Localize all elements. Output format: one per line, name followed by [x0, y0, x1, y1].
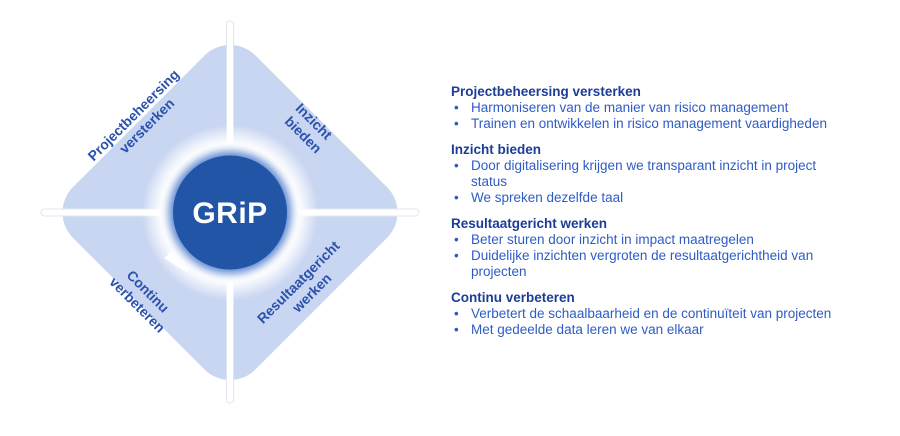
- section-title: Projectbeheersing versterken: [451, 84, 641, 99]
- bullet-item: • Verbetert de schaalbaarheid en de cont…: [451, 306, 855, 322]
- section-title: Inzicht bieden: [451, 142, 542, 157]
- info-panel: Projectbeheersing versterken • Harmonise…: [451, 84, 855, 348]
- bullet-text: Door digitalisering krijgen we transpara…: [471, 158, 817, 189]
- bullet-text: Met gedeelde data leren we van elkaar: [471, 322, 704, 337]
- bullet-marker: •: [454, 322, 459, 337]
- grip-cycle-diagram: Projectbeheersing versterken Inzicht bie…: [0, 0, 450, 431]
- bullet-item: • Trainen en ontwikkelen in risico manag…: [451, 116, 855, 132]
- bullet-text: Beter sturen door inzicht in impact maat…: [471, 232, 754, 247]
- bullet-marker: •: [454, 232, 459, 247]
- bullet-text: Verbetert de schaalbaarheid en de contin…: [471, 306, 832, 321]
- bullet-item: • We spreken dezelfde taal: [451, 190, 855, 206]
- center-circle: [173, 155, 287, 270]
- grip-cycle-svg: Projectbeheersing versterken Inzicht bie…: [40, 20, 420, 404]
- bullet-text: Duidelijke inzichten vergroten de result…: [471, 248, 814, 279]
- bullet-text: We spreken dezelfde taal: [471, 190, 624, 205]
- bullet-marker: •: [454, 158, 459, 173]
- info-section-inzicht: Inzicht bieden • Door digitalisering kri…: [451, 142, 855, 206]
- bullet-item: • Met gedeelde data leren we van elkaar: [451, 322, 855, 338]
- bullet-marker: •: [454, 306, 459, 321]
- section-title: Continu verbeteren: [451, 290, 575, 305]
- bullet-text: Trainen en ontwikkelen in risico managem…: [471, 116, 827, 131]
- bullet-marker: •: [454, 248, 459, 263]
- bullet-item: • Door digitalisering krijgen we transpa…: [451, 158, 855, 190]
- bullet-marker: •: [454, 190, 459, 205]
- center-title: GRiP: [192, 197, 267, 230]
- section-title: Resultaatgericht werken: [451, 216, 608, 231]
- info-section-resultaatgericht: Resultaatgericht werken • Beter sturen d…: [451, 216, 855, 280]
- bullet-item: • Harmoniseren van de manier van risico …: [451, 100, 855, 116]
- info-section-continu: Continu verbeteren • Verbetert de schaal…: [451, 290, 855, 338]
- bullet-marker: •: [454, 116, 459, 131]
- info-section-projectbeheersing: Projectbeheersing versterken • Harmonise…: [451, 84, 855, 132]
- bullet-text: Harmoniseren van de manier van risico ma…: [471, 100, 789, 115]
- bullet-item: • Beter sturen door inzicht in impact ma…: [451, 232, 855, 248]
- bullet-marker: •: [454, 100, 459, 115]
- bullet-item: • Duidelijke inzichten vergroten de resu…: [451, 248, 855, 280]
